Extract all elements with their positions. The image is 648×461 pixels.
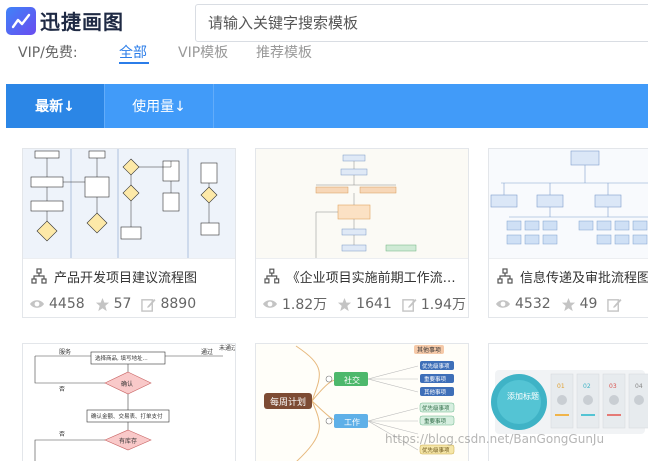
template-title[interactable]: 产品开发项目建议流程图	[31, 266, 231, 286]
template-card[interactable]: 每周计划 社交 工作 其他事项 优先级事项 重要事项 其他事项 优先级事项	[255, 343, 469, 461]
views-count: 4458	[49, 296, 85, 312]
mindmap-leaf-text: 重要事项	[424, 375, 447, 383]
template-title-text: 信息传递及审批流程图	[520, 270, 648, 286]
mindmap-node-text: 工作	[344, 417, 360, 427]
filter-recommended[interactable]: 推荐模板	[256, 45, 312, 61]
ppt-number-text: 03	[609, 383, 617, 390]
edits-stat: 1.94万	[402, 294, 466, 314]
mindmap-node-text: 社交	[344, 375, 360, 385]
template-thumbnail[interactable]	[256, 149, 468, 259]
filter-active-underline	[119, 62, 149, 64]
views-stat: 1.82万	[262, 294, 327, 314]
mindmap-leaf-text: 优先级事项	[422, 404, 450, 412]
watermark: https://blog.csdn.net/BanGongGunJu	[385, 432, 605, 446]
edit-icon	[402, 298, 417, 312]
eye-icon	[496, 300, 510, 308]
sort-divider	[104, 84, 105, 128]
template-card[interactable]: 《企业项目实施前期工作流程... 1.82万 1641 1.94万	[255, 148, 469, 318]
template-card[interactable]: 产品开发项目建议流程图 4458 57 8890	[22, 148, 236, 318]
flowchart-icon	[497, 268, 513, 284]
template-stats: 1.82万 1641 1.94万	[262, 294, 468, 314]
template-title[interactable]: 《企业项目实施前期工作流程...	[264, 266, 464, 286]
mindmap-leaf-text: 重要事项	[424, 417, 447, 425]
ppt-number-text: 04	[635, 383, 643, 390]
template-thumbnail[interactable]: 服务 通过 未通过 选择商品, 填写地址... 确认 否 确认金额、交易表、打单…	[23, 344, 235, 461]
ppt-title-text: 添加标题	[507, 391, 539, 401]
flow-label: 通过	[201, 348, 213, 356]
likes-stat: 57	[95, 296, 132, 312]
template-stats: 4532 49	[495, 295, 648, 313]
template-thumbnail[interactable]: 每周计划 社交 工作 其他事项 优先级事项 重要事项 其他事项 优先级事项	[256, 344, 468, 461]
mindmap-leaf-text: 其他事项	[424, 388, 447, 396]
logo[interactable]: 迅捷画图	[6, 6, 124, 35]
edit-icon	[141, 298, 156, 312]
star-icon	[561, 297, 575, 311]
likes-count: 49	[579, 296, 598, 312]
flow-diamond-text: 有库存	[119, 437, 137, 445]
flowchart-icon	[31, 268, 47, 284]
flowchart-icon	[264, 268, 280, 284]
sort-usage[interactable]: 使用量↓	[132, 99, 186, 115]
likes-stat: 49	[561, 296, 598, 312]
sort-bar: 最新↓ 使用量↓	[6, 84, 648, 128]
mindmap-leaf-text: 优先级事项	[422, 362, 450, 370]
likes-count: 57	[113, 296, 132, 312]
filter-vip[interactable]: VIP模板	[178, 45, 229, 61]
edits-count: 8890	[160, 296, 197, 312]
star-icon	[338, 297, 352, 311]
flow-label: 否	[59, 386, 65, 393]
mindmap-leaf-text: 其他事项	[417, 346, 441, 354]
template-card[interactable]: 添加标题 01 02 03 04	[488, 343, 648, 461]
likes-stat: 1641	[337, 296, 392, 312]
template-title-text: 产品开发项目建议流程图	[54, 270, 198, 286]
logo-icon	[6, 6, 36, 35]
edit-icon	[607, 298, 622, 312]
eye-icon	[263, 300, 277, 308]
filter-all[interactable]: 全部	[119, 45, 147, 61]
logo-text: 迅捷画图	[40, 10, 124, 34]
views-stat: 4458	[29, 296, 85, 312]
vip-filter-row: VIP/免费: 全部 VIP模板 推荐模板	[0, 42, 648, 68]
template-card[interactable]: 信息传递及审批流程图 4532 49	[488, 148, 648, 318]
sort-divider	[213, 84, 214, 128]
flow-label: 服务	[59, 348, 71, 356]
ppt-number-text: 02	[583, 383, 591, 390]
edits-stat	[607, 297, 626, 312]
mindmap-leaf-text: 优先级事项	[422, 446, 450, 454]
template-stats: 4458 57 8890	[29, 295, 235, 313]
flow-diamond-text: 确认	[121, 380, 133, 388]
views-stat: 4532	[495, 296, 551, 312]
template-title[interactable]: 信息传递及审批流程图	[497, 266, 648, 286]
edits-stat: 8890	[141, 296, 196, 312]
template-thumbnail[interactable]: 添加标题 01 02 03 04	[489, 344, 648, 461]
filter-label: VIP/免费:	[18, 45, 78, 61]
search-input[interactable]	[196, 5, 648, 41]
template-title-text: 《企业项目实施前期工作流程...	[286, 270, 464, 286]
template-card[interactable]: 服务 通过 未通过 选择商品, 填写地址... 确认 否 确认金额、交易表、打单…	[22, 343, 236, 461]
edits-count: 1.94万	[420, 297, 466, 313]
star-icon	[95, 297, 109, 311]
flow-box-text: 确认金额、交易表、打单支付	[91, 412, 163, 420]
header: 迅捷画图	[0, 0, 648, 46]
template-thumbnail[interactable]	[489, 149, 648, 259]
sort-newest[interactable]: 最新↓	[6, 84, 104, 128]
template-thumbnail[interactable]	[23, 149, 235, 259]
flow-label: 未通过	[219, 344, 235, 352]
search-box[interactable]	[195, 4, 648, 42]
mindmap-center-text: 每周计划	[270, 396, 306, 408]
ppt-number-text: 01	[557, 383, 565, 390]
flow-label: 否	[59, 431, 65, 438]
flow-box-text: 选择商品, 填写地址...	[95, 354, 148, 362]
likes-count: 1641	[356, 296, 392, 312]
eye-icon	[30, 300, 44, 308]
views-count: 1.82万	[282, 297, 328, 313]
views-count: 4532	[515, 296, 551, 312]
